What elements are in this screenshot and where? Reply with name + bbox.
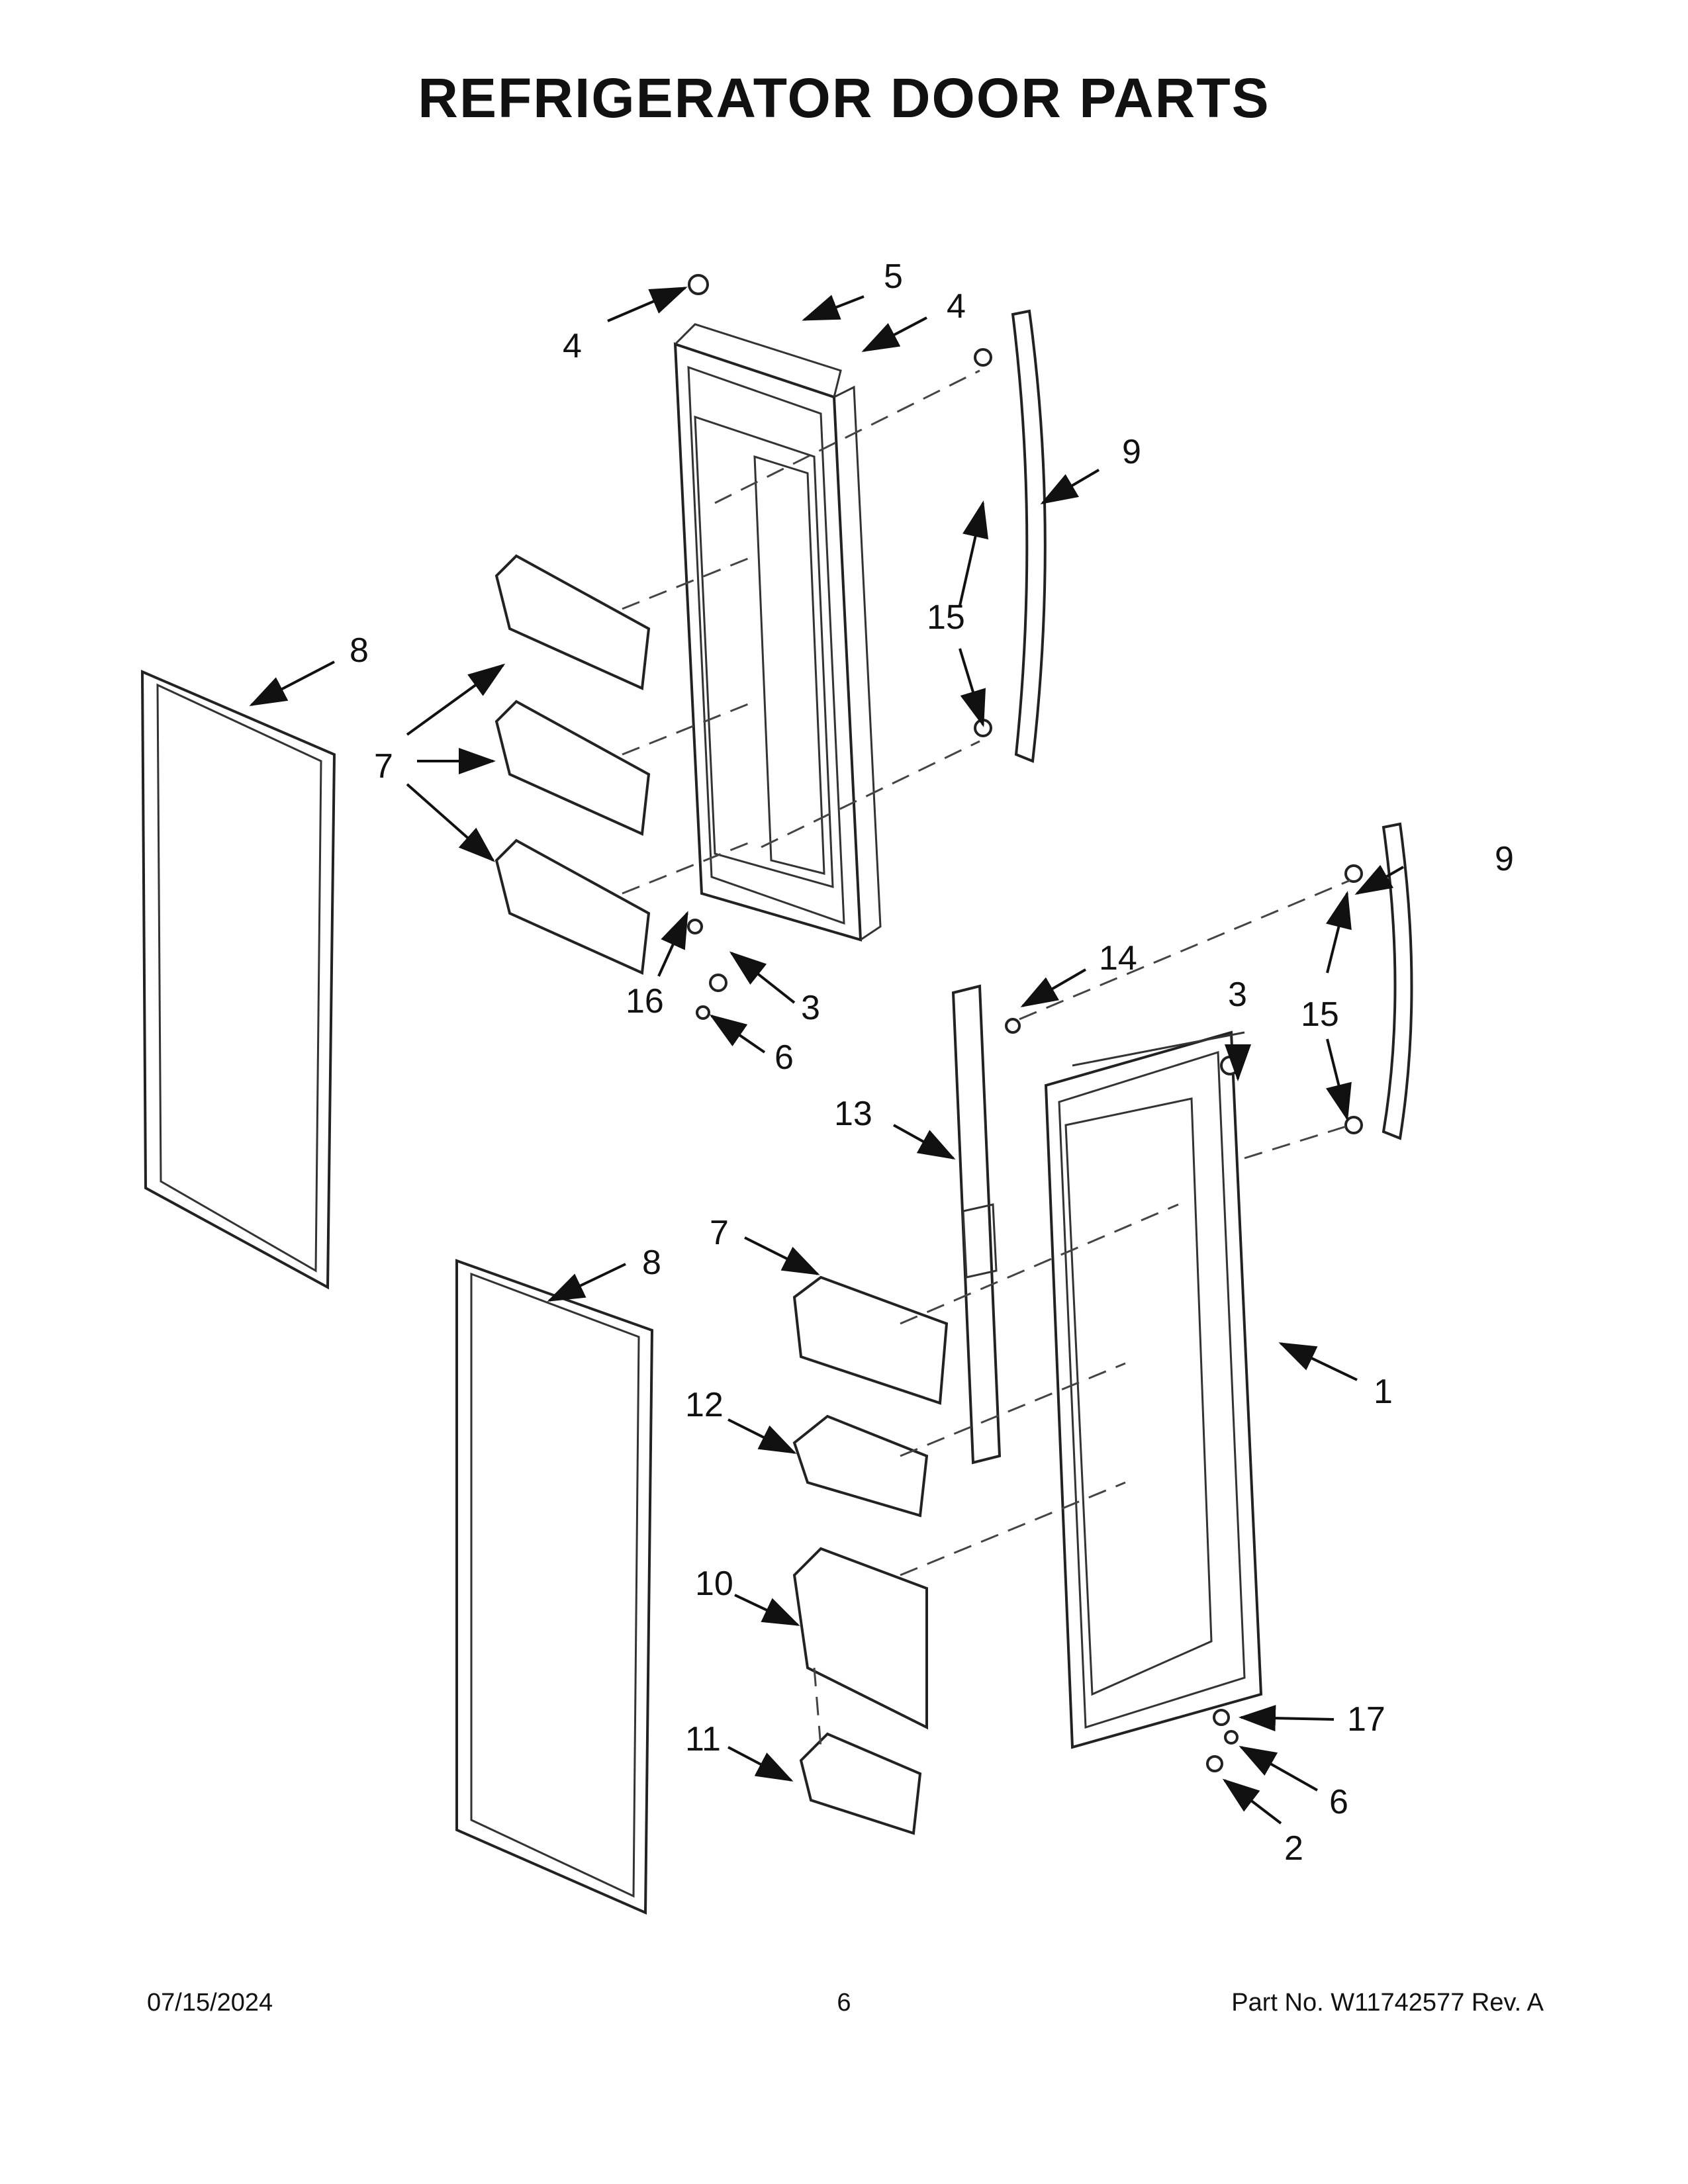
callout-14: 14	[1099, 939, 1137, 978]
callout-6-lower: 6	[1329, 1783, 1348, 1821]
door-gaskets	[140, 669, 654, 1915]
callout-11: 11	[685, 1720, 721, 1758]
mullion-part	[951, 984, 1002, 1465]
callout-15-upper: 15	[927, 598, 965, 637]
callout-3-upper: 3	[801, 989, 820, 1027]
door-handles	[1011, 309, 1413, 1140]
callout-7-lower: 7	[710, 1214, 729, 1252]
lower-door-bins	[792, 1275, 949, 1835]
footer-part-number: Part No. W11742577 Rev. A	[1231, 1989, 1544, 2017]
page-title: REFRIGERATOR DOOR PARTS	[418, 67, 1270, 129]
callout-9-lower: 9	[1495, 840, 1514, 878]
callout-1: 1	[1374, 1373, 1393, 1411]
footer-date: 07/15/2024	[147, 1989, 273, 2017]
callout-5: 5	[884, 257, 903, 296]
callout-9-upper: 9	[1122, 433, 1141, 471]
callout-3-lower: 2	[1284, 1829, 1303, 1868]
callout-17: 17	[1347, 1700, 1385, 1739]
callout-8-lower: 8	[642, 1244, 661, 1282]
upper-door-part	[673, 323, 882, 942]
callout-6-upper: 6	[774, 1038, 794, 1077]
leader-arrows	[249, 287, 1404, 1825]
callout-labels: 4 5 4 9 15 8 7 16 3 6 14 3 9 15 13 7 8 1…	[350, 257, 1514, 1868]
callout-10: 10	[695, 1565, 733, 1603]
callout-2: 4	[947, 287, 966, 326]
callout-8-upper: 8	[350, 631, 369, 670]
callout-7-upper: 7	[374, 747, 393, 786]
footer-page-number: 6	[837, 1989, 851, 2017]
alignment-lines	[622, 369, 1351, 1748]
callout-4-lower: 3	[1228, 976, 1247, 1014]
callout-13: 13	[834, 1095, 872, 1133]
lower-door-part	[1044, 1030, 1263, 1749]
callout-16: 16	[626, 982, 664, 1021]
callout-4-upper: 4	[563, 327, 582, 365]
callout-12: 12	[685, 1386, 724, 1424]
upper-door-bins	[494, 554, 651, 975]
callout-15-lower: 15	[1301, 995, 1339, 1034]
